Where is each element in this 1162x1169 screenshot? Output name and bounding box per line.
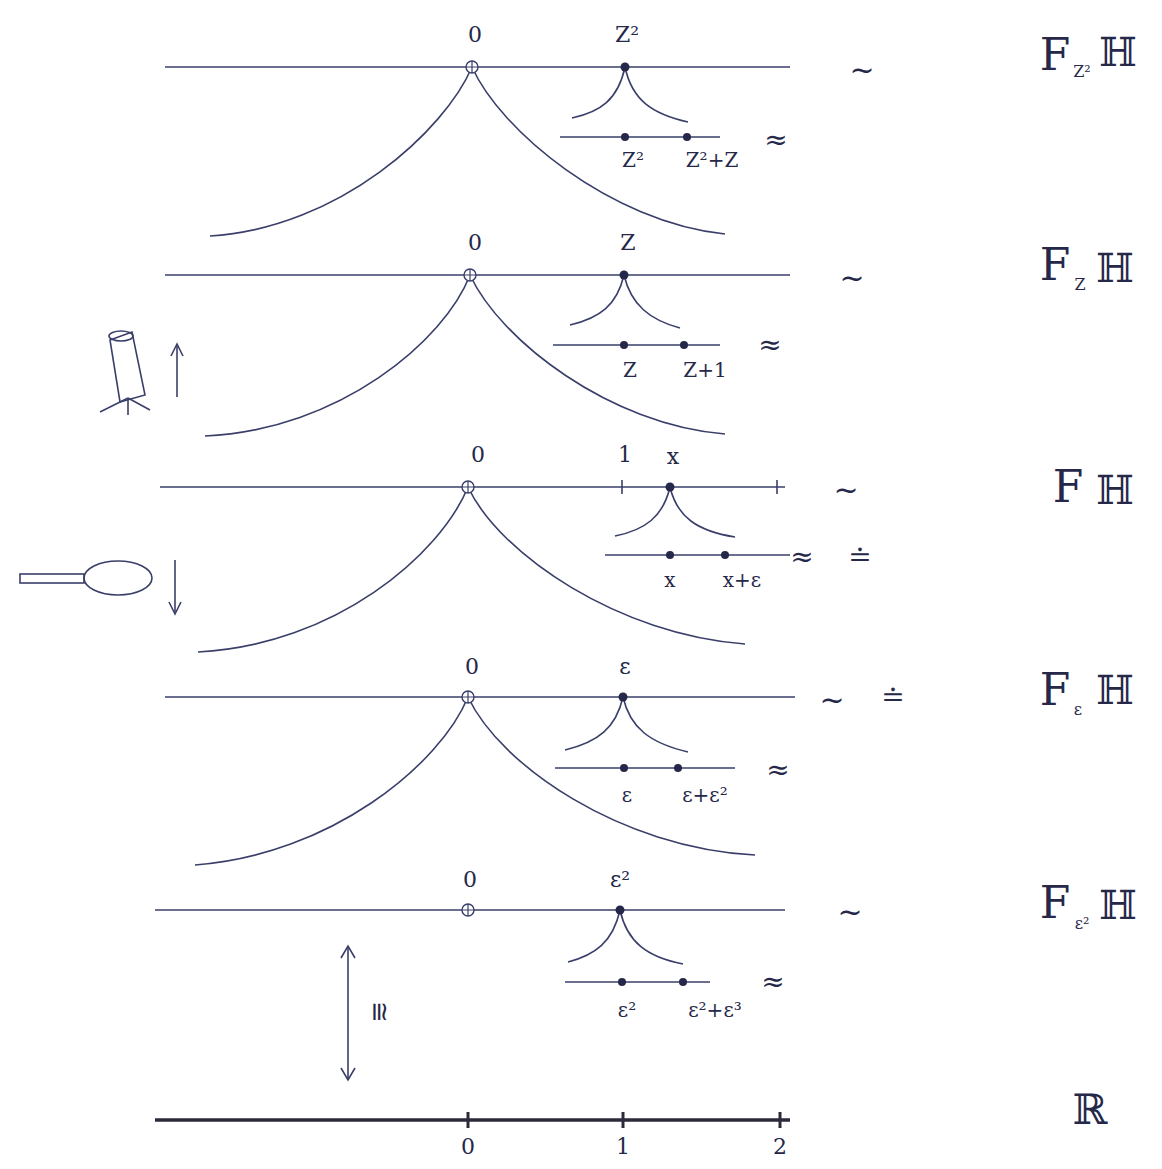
math-label: ≈ (790, 543, 813, 571)
math-label: ℍ (1099, 885, 1137, 925)
math-label: 0 (471, 444, 485, 466)
math-label: Z² (1073, 64, 1091, 80)
math-label: ~ (837, 897, 862, 927)
math-label: ε (1074, 702, 1082, 718)
math-label: ε (622, 785, 632, 805)
math-label: F (1040, 668, 1071, 712)
math-label: ε² (1075, 916, 1090, 932)
math-label: 1 (616, 1136, 630, 1158)
math-label: ℍ (1096, 470, 1134, 510)
math-label: ℍ (1099, 32, 1137, 72)
math-label: ε² (610, 869, 630, 891)
math-label: F (1040, 243, 1071, 287)
math-label: ε (619, 656, 630, 678)
math-label: ~ (819, 685, 844, 715)
math-label: x (664, 570, 675, 590)
math-label: Z (1074, 277, 1085, 293)
math-label: ≈ (766, 756, 789, 784)
math-label: ~ (833, 475, 858, 505)
math-label: ε²+ε³ (688, 1000, 742, 1020)
math-label: 0 (465, 656, 479, 678)
math-label: ~ (849, 55, 874, 85)
math-label: ≈ (761, 968, 784, 996)
math-label: x (667, 446, 679, 468)
math-label: Z²+Z (686, 150, 739, 170)
math-label: ≅ (367, 1001, 393, 1023)
math-label: ~ (839, 263, 864, 293)
math-label: ≐ (881, 683, 904, 711)
math-label: 0 (463, 869, 477, 891)
math-label: ℝ (1073, 1089, 1108, 1131)
math-label: ≈ (764, 126, 787, 154)
math-label: Z+1 (683, 360, 726, 380)
math-label: 0 (468, 232, 482, 254)
math-label: ℍ (1096, 670, 1134, 710)
math-label: Z² (622, 150, 644, 170)
math-label: 0 (461, 1136, 475, 1158)
math-label: x+ε (723, 570, 761, 590)
math-label: 1 (618, 444, 632, 466)
math-label: F (1040, 33, 1071, 77)
math-label: ε² (618, 1000, 636, 1020)
math-label: 0 (468, 24, 482, 46)
math-label: Z (620, 232, 635, 254)
math-label: Z (623, 360, 637, 380)
math-label: ℍ (1096, 248, 1134, 288)
math-label: ≐ (848, 543, 871, 571)
math-label: 2 (773, 1136, 787, 1158)
math-label: ≈ (758, 331, 781, 359)
math-label: Z² (615, 24, 639, 46)
math-label: F (1040, 881, 1071, 925)
math-label: ε+ε² (682, 785, 728, 805)
math-label: F (1053, 465, 1084, 509)
